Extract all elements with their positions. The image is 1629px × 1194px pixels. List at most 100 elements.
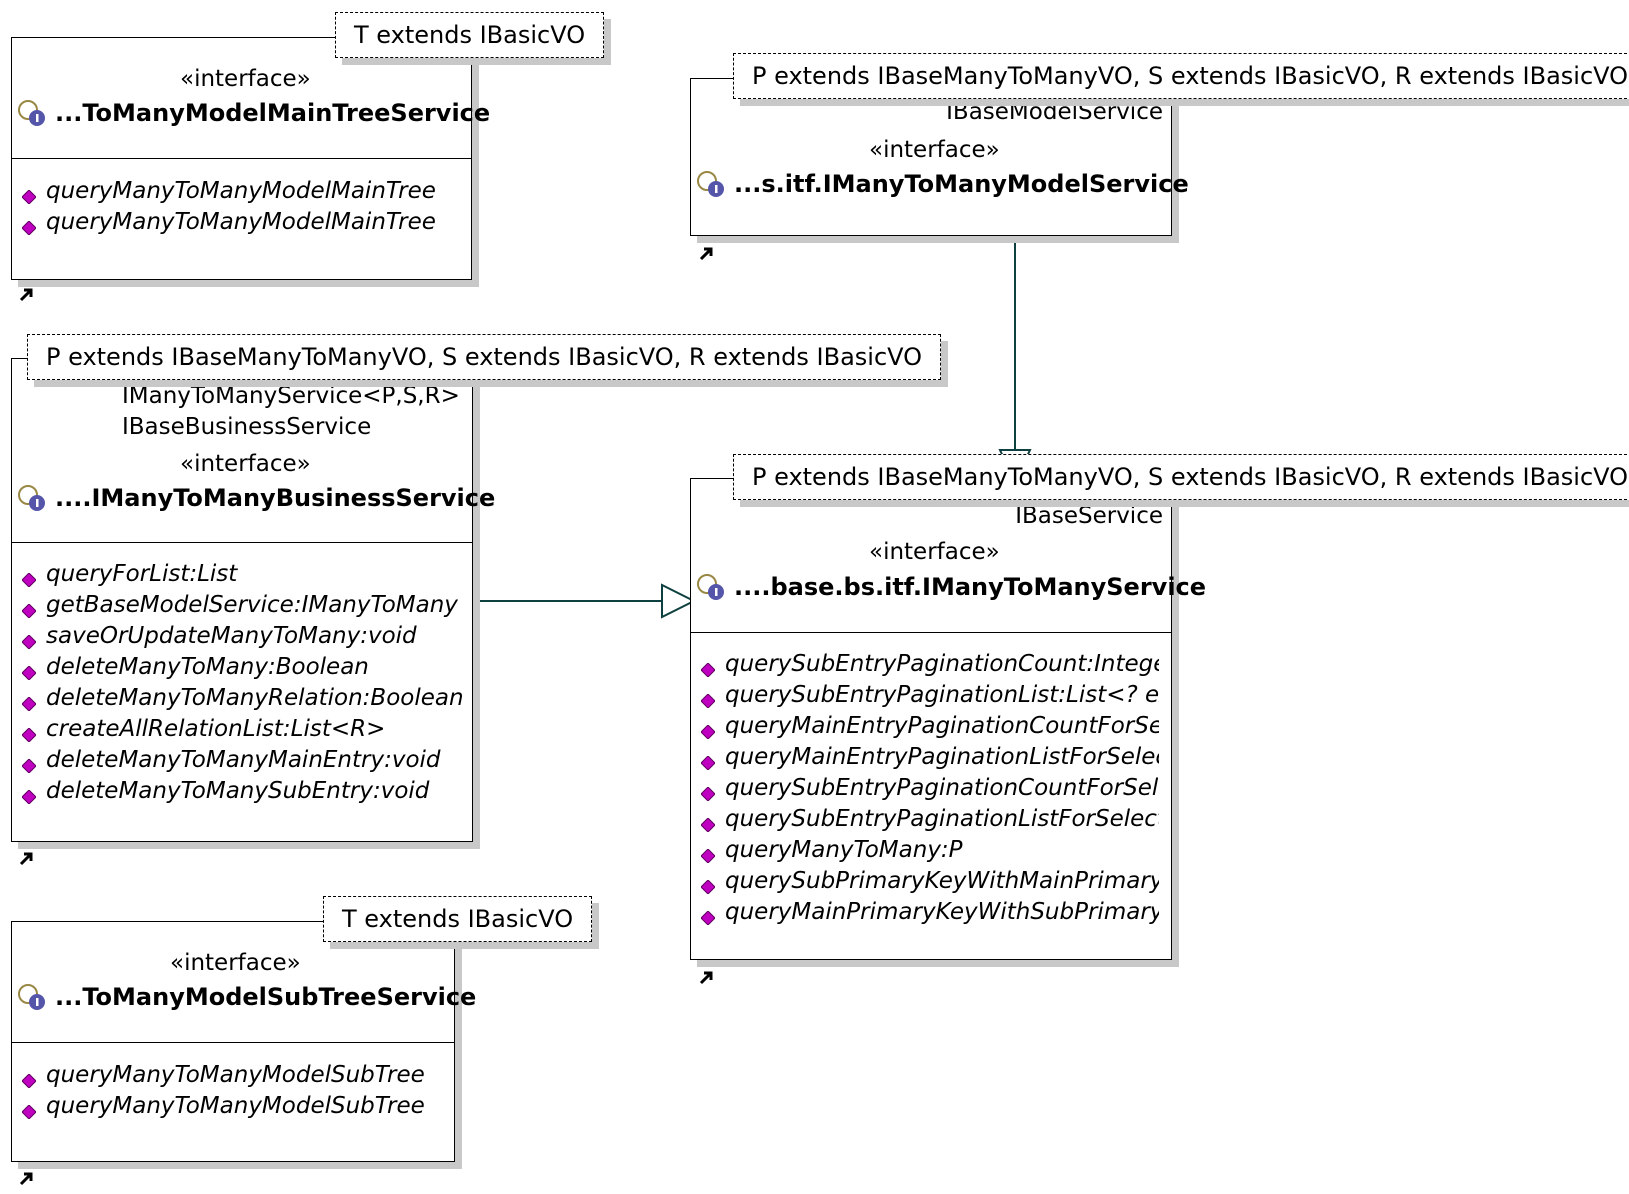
operation-diamond-icon xyxy=(701,843,716,864)
supertype-label: IBaseService xyxy=(1015,503,1163,529)
operation-item[interactable]: deleteManyToManyMainEntry:void xyxy=(22,744,470,775)
operation-item[interactable]: queryMainEntryPaginationListForSelect xyxy=(701,741,1159,772)
class-many-to-many-service[interactable]: IBaseService «interface» ....base.bs.itf… xyxy=(690,478,1206,960)
operation-diamond-icon xyxy=(22,1068,37,1089)
operation-label: queryManyToManyModelMainTree xyxy=(46,177,436,204)
operation-label: querySubEntryPaginationListForSelect xyxy=(725,805,1159,832)
stereotype: «interface» xyxy=(180,66,311,92)
operation-item[interactable]: queryManyToManyModelSubTree xyxy=(22,1090,452,1121)
operation-item[interactable]: querySubPrimaryKeyWithMainPrimaryKey xyxy=(701,865,1159,896)
supertype-label: IBaseModelService xyxy=(946,99,1163,125)
operation-item[interactable]: queryMainPrimaryKeyWithSubPrimaryKey xyxy=(701,896,1159,927)
type-parameter-box: P extends IBaseManyToManyVO, S extends I… xyxy=(733,454,1629,500)
operation-diamond-icon xyxy=(701,812,716,833)
operation-label: querySubEntryPaginationCountForSelect xyxy=(725,774,1159,801)
operation-diamond-icon xyxy=(701,905,716,926)
operation-item[interactable]: queryForList:List xyxy=(22,558,470,589)
operation-item[interactable]: deleteManyToMany:Boolean xyxy=(22,651,470,682)
stereotype: «interface» xyxy=(180,451,311,477)
operation-item[interactable]: queryManyToManyModelMainTree xyxy=(22,206,470,237)
operations-list: querySubEntryPaginationCount:Integer que… xyxy=(701,648,1159,927)
shortcut-arrow-icon xyxy=(18,850,34,866)
operation-item[interactable]: querySubEntryPaginationCountForSelect xyxy=(701,772,1159,803)
supertype-label: IBaseBusinessService xyxy=(122,414,372,440)
divider xyxy=(12,1042,454,1043)
operation-diamond-icon xyxy=(22,784,37,805)
operation-label: deleteManyToManyMainEntry:void xyxy=(46,746,441,773)
stereotype: «interface» xyxy=(869,137,1000,163)
operation-label: queryForList:List xyxy=(46,560,238,587)
class-main-tree-service[interactable]: «interface» ...ToManyModelMainTreeServic… xyxy=(11,37,490,280)
operation-label: querySubEntryPaginationCount:Integer xyxy=(725,650,1159,677)
interface-icon xyxy=(696,572,726,602)
divider xyxy=(12,542,472,543)
operation-item[interactable]: deleteManyToManyRelation:Boolean xyxy=(22,682,470,713)
class-name-text: ...ToManyModelSubTreeService xyxy=(55,983,477,1011)
stereotype: «interface» xyxy=(869,539,1000,565)
operation-diamond-icon xyxy=(701,750,716,771)
operations-list: queryManyToManyModelMainTree queryManyTo… xyxy=(22,175,470,237)
generalization-arrowhead-horizontal xyxy=(661,583,697,619)
operation-item[interactable]: querySubEntryPaginationCount:Integer xyxy=(701,648,1159,679)
operations-list: queryManyToManyModelSubTree queryManyToM… xyxy=(22,1059,452,1121)
class-name: ....IManyToManyBusinessService xyxy=(17,483,495,513)
operation-item[interactable]: saveOrUpdateManyToMany:void xyxy=(22,620,470,651)
supertype-label: IManyToManyService<P,S,R> xyxy=(122,383,460,409)
operation-diamond-icon xyxy=(22,660,37,681)
operation-diamond-icon xyxy=(22,691,37,712)
operation-diamond-icon xyxy=(701,688,716,709)
shortcut-arrow-icon xyxy=(698,245,714,261)
operation-label: queryManyToManyModelSubTree xyxy=(46,1092,425,1119)
operation-label: getBaseModelService:IManyToMany xyxy=(46,591,458,618)
type-parameter-box: P extends IBaseManyToManyVO, S extends I… xyxy=(733,53,1629,99)
type-parameter-box: P extends IBaseManyToManyVO, S extends I… xyxy=(27,334,942,380)
type-parameter-box: T extends IBasicVO xyxy=(335,12,605,58)
divider xyxy=(12,158,471,159)
operation-diamond-icon xyxy=(22,722,37,743)
operation-diamond-icon xyxy=(701,657,716,678)
operation-label: queryMainPrimaryKeyWithSubPrimaryKey xyxy=(725,898,1159,925)
class-many-to-many-business-service[interactable]: IManyToManyService<P,S,R> IBaseBusinessS… xyxy=(11,358,495,842)
operation-item[interactable]: deleteManyToManySubEntry:void xyxy=(22,775,470,806)
operation-item[interactable]: getBaseModelService:IManyToMany xyxy=(22,589,470,620)
shortcut-arrow-icon xyxy=(698,969,714,985)
operation-diamond-icon xyxy=(701,781,716,802)
operation-diamond-icon xyxy=(22,629,37,650)
operation-label: deleteManyToManyRelation:Boolean xyxy=(46,684,464,711)
operations-list: queryForList:List getBaseModelService:IM… xyxy=(22,558,470,806)
operation-diamond-icon xyxy=(22,1099,37,1120)
divider xyxy=(691,632,1171,633)
operation-label: querySubPrimaryKeyWithMainPrimaryKey xyxy=(725,867,1159,894)
interface-icon xyxy=(17,98,47,128)
operation-label: queryManyToManyModelSubTree xyxy=(46,1061,425,1088)
operation-label: queryMainEntryPaginationCountForSelect xyxy=(725,712,1159,739)
interface-icon xyxy=(696,169,726,199)
operation-label: queryManyToManyModelMainTree xyxy=(46,208,436,235)
shortcut-arrow-icon xyxy=(18,1170,34,1186)
operation-diamond-icon xyxy=(22,753,37,774)
operation-label: querySubEntryPaginationList:List<? exten… xyxy=(725,681,1159,708)
operation-item[interactable]: queryManyToManyModelSubTree xyxy=(22,1059,452,1090)
class-name-text: ...ToManyModelMainTreeService xyxy=(55,99,491,127)
operation-label: queryManyToMany:P xyxy=(725,836,963,863)
operation-item[interactable]: createAllRelationList:List<R> xyxy=(22,713,470,744)
class-sub-tree-service[interactable]: «interface» ...ToManyModelSubTreeService… xyxy=(11,921,476,1162)
class-name-text: ...s.itf.IManyToManyModelService xyxy=(734,170,1189,198)
operation-diamond-icon xyxy=(22,567,37,588)
class-name: ....base.bs.itf.IManyToManyService xyxy=(696,572,1206,602)
operation-diamond-icon xyxy=(22,215,37,236)
operation-item[interactable]: queryMainEntryPaginationCountForSelect xyxy=(701,710,1159,741)
class-name: ...s.itf.IManyToManyModelService xyxy=(696,169,1189,199)
class-name: ...ToManyModelSubTreeService xyxy=(17,982,476,1012)
class-name: ...ToManyModelMainTreeService xyxy=(17,98,490,128)
operation-item[interactable]: queryManyToMany:P xyxy=(701,834,1159,865)
class-many-to-many-model-service[interactable]: IBaseModelService «interface» ...s.itf.I… xyxy=(690,78,1189,236)
operation-item[interactable]: querySubEntryPaginationListForSelect xyxy=(701,803,1159,834)
operation-item[interactable]: querySubEntryPaginationList:List<? exten… xyxy=(701,679,1159,710)
operation-label: saveOrUpdateManyToMany:void xyxy=(46,622,417,649)
interface-icon xyxy=(17,483,47,513)
operation-diamond-icon xyxy=(22,184,37,205)
operation-label: deleteManyToManySubEntry:void xyxy=(46,777,430,804)
operation-label: createAllRelationList:List<R> xyxy=(46,715,386,742)
operation-item[interactable]: queryManyToManyModelMainTree xyxy=(22,175,470,206)
